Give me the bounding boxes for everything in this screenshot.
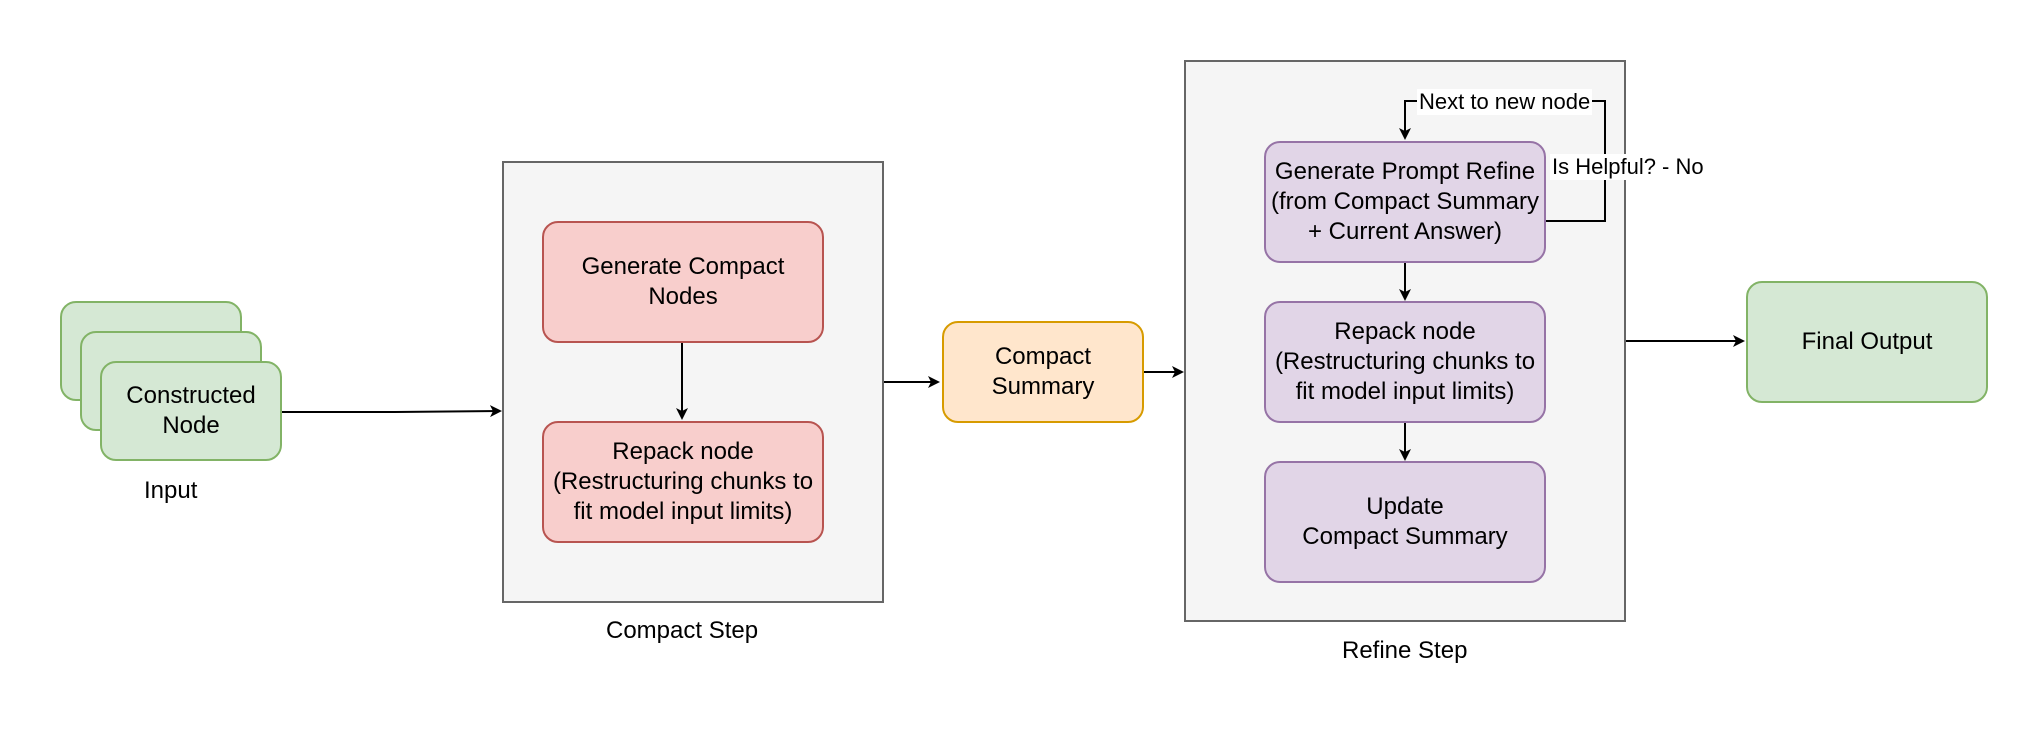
compact-summary: Compact Summary [942, 321, 1144, 423]
refine-repack-node: Repack node (Restructuring chunks to fit… [1264, 301, 1546, 423]
generate-prompt-refine: Generate Prompt Refine (from Compact Sum… [1264, 141, 1546, 263]
edge-input-to-compact-step [282, 405, 502, 418]
compact-repack-node: Repack node (Restructuring chunks to fit… [542, 421, 824, 543]
compact-step-caption: Compact Step [606, 617, 759, 644]
update-compact-summary: Update Compact Summary [1264, 461, 1546, 583]
final-output: Final Output [1746, 281, 1988, 403]
refine-step-caption: Refine Step [1342, 637, 1468, 664]
loop-label-is-helpful-no: Is Helpful? - No [1550, 154, 1706, 180]
edge-loop-is-helpful-no [1399, 100, 1606, 222]
loop-label-next-to-new-node: Next to new node [1417, 89, 1593, 115]
generate-compact-nodes: Generate Compact Nodes [542, 221, 824, 343]
constructed-node: Constructed Node [100, 361, 282, 461]
input-caption: Input [144, 477, 198, 504]
